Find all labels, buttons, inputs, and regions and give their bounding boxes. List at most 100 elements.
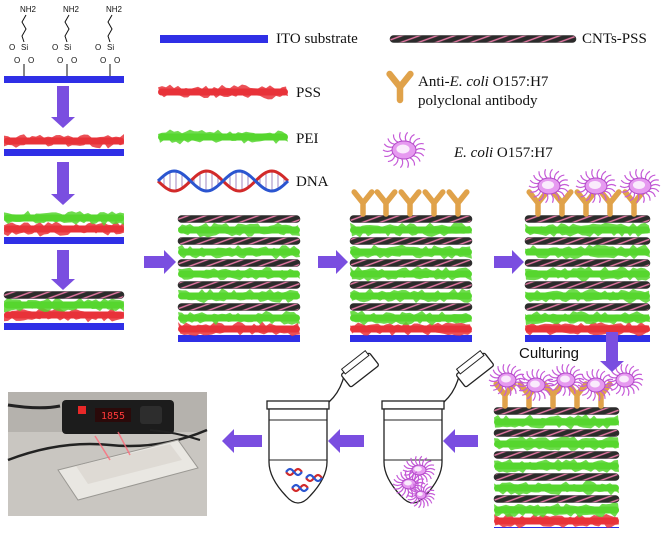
flagellum — [515, 381, 525, 386]
flagellum — [628, 365, 635, 374]
pei-layer — [494, 436, 619, 451]
flagellum — [396, 487, 405, 494]
oxygen-label: O — [114, 56, 120, 65]
flagellum — [624, 190, 633, 198]
flagellum — [538, 192, 545, 202]
flagellum — [521, 374, 530, 382]
flagellum — [425, 489, 435, 495]
flagellum — [629, 192, 636, 202]
pss-layer — [494, 513, 619, 529]
flagellum — [406, 494, 417, 498]
multimeter-display — [95, 408, 131, 422]
y-antibody-icon — [422, 189, 446, 217]
pei-layer-fringe — [178, 222, 300, 238]
bacterium-highlight — [396, 144, 410, 154]
pei-layer — [350, 222, 472, 238]
flagellum — [603, 174, 612, 182]
ito-substrate — [525, 335, 650, 342]
ito-substrate — [4, 149, 124, 156]
flagellum — [537, 391, 541, 401]
flagellum — [408, 469, 413, 480]
legend-ito-label: ITO substrate — [276, 31, 358, 47]
flagellum — [510, 365, 517, 374]
antibody-label-strain: O157:H7 — [488, 74, 549, 90]
flagellum — [518, 379, 528, 384]
pss-layer — [4, 134, 124, 149]
cnt-pss-layer — [177, 259, 301, 267]
cnt-pss-layer — [493, 407, 620, 415]
arrow-shaft — [494, 256, 513, 268]
flagellum — [552, 384, 560, 391]
pei-layer-fringe — [494, 436, 619, 451]
flagellum — [422, 483, 429, 492]
bacterium-highlight — [632, 181, 646, 189]
flagellum — [415, 481, 426, 485]
pei-layer-fringe — [4, 210, 124, 226]
flagellum — [567, 386, 571, 396]
flagellum — [409, 486, 418, 494]
pei-layer-fringe — [525, 222, 650, 238]
flagellum — [597, 193, 601, 203]
flagellum — [489, 374, 499, 379]
pei-layer — [350, 288, 472, 304]
ito-substrate — [178, 335, 300, 342]
flagellum — [497, 386, 504, 395]
flagellum — [607, 382, 618, 387]
flagellum — [414, 455, 419, 466]
alkyl-chain — [107, 14, 113, 43]
flagellum — [425, 467, 436, 471]
flagellum — [415, 147, 426, 151]
arrow-icon — [222, 429, 262, 453]
multilayer-stack — [177, 215, 301, 342]
layer-stacks-group — [3, 134, 661, 533]
flagellum — [575, 185, 586, 189]
flagellum — [578, 387, 589, 392]
pei-layer-fringe — [494, 414, 619, 430]
arrow-icon — [443, 429, 478, 453]
flagellum — [392, 134, 399, 143]
flagellum — [404, 469, 409, 480]
sensor-chip — [76, 444, 182, 484]
arrow-shaft — [318, 256, 337, 268]
cnt-pss-layer — [524, 215, 651, 223]
flagellum — [547, 379, 558, 383]
flagellum — [615, 386, 622, 395]
flagellum — [607, 374, 617, 379]
arrows-group — [51, 86, 624, 453]
tube-hinge — [443, 375, 460, 403]
bacterium-highlight — [560, 375, 570, 383]
flagellum — [539, 370, 546, 379]
pei-layer — [494, 480, 619, 496]
pei-layer-fringe — [350, 288, 472, 304]
oxygen-label: O — [95, 43, 101, 52]
flagellum — [572, 369, 580, 376]
flagellum — [393, 485, 403, 490]
ecoli-label-strain: O157:H7 — [493, 145, 553, 161]
flagellum — [409, 157, 416, 166]
flagellum — [406, 460, 414, 468]
pei-layer — [494, 414, 619, 430]
flagellum — [422, 473, 428, 483]
bacterium-icon — [575, 168, 617, 204]
flagellum — [507, 363, 511, 374]
flagellum — [577, 188, 587, 193]
multimeter-reading: 1855 — [101, 411, 125, 422]
flagellum — [556, 386, 563, 395]
pei-layer — [4, 210, 124, 226]
flagellum — [581, 374, 590, 382]
pss-layer-fringe — [4, 221, 124, 237]
flagellum — [562, 386, 566, 397]
antibody-shape — [351, 189, 375, 217]
pei-layer-fringe — [350, 310, 472, 326]
flagellum — [517, 384, 528, 388]
pei-layer-fringe — [178, 288, 300, 304]
flagellum — [398, 132, 403, 142]
legend-dna-label: DNA — [296, 174, 329, 190]
pei-layer-fringe — [350, 244, 472, 260]
cnt-pss-layer — [177, 303, 301, 311]
flagellum — [551, 369, 560, 377]
flagellum — [633, 381, 643, 386]
flagellum — [619, 185, 630, 189]
